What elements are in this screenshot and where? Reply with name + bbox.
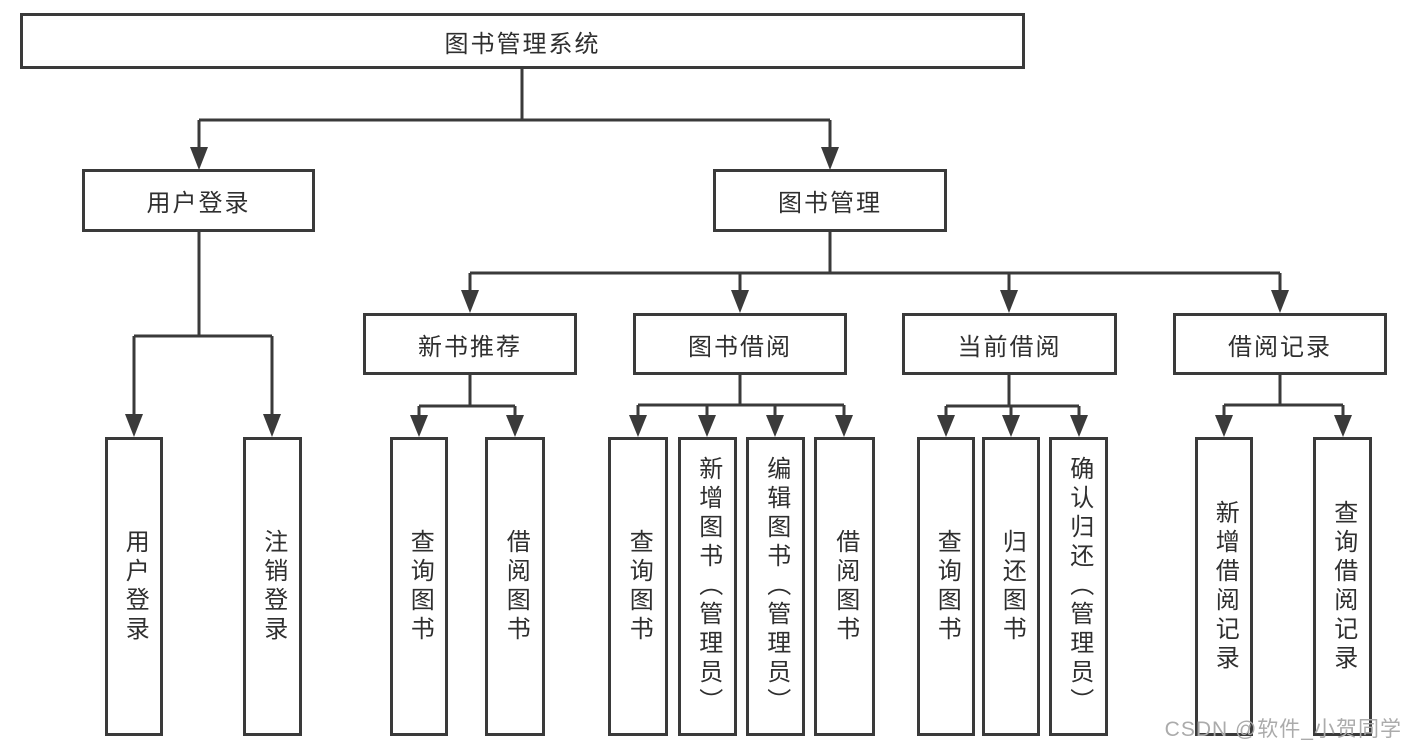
leaf-current-confirm-return: 确认归还（管理员）: [1049, 437, 1108, 736]
node-book-management: 图书管理: [713, 169, 947, 232]
node-borrow-records: 借阅记录: [1173, 313, 1387, 375]
leaf-newbooks-query: 查询图书: [390, 437, 448, 736]
leaf-borrow-add-book-label: 新增图书（管理员）: [694, 456, 722, 717]
leaf-newbooks-query-label: 查询图书: [406, 528, 434, 645]
connector-current-to-leaves: [937, 375, 1088, 437]
leaf-records-add-label: 新增借阅记录: [1211, 499, 1239, 674]
leaf-user-login-label: 用户登录: [121, 528, 149, 645]
leaf-borrow-borrow-book: 借阅图书: [814, 437, 875, 736]
leaf-current-return: 归还图书: [982, 437, 1040, 736]
leaf-borrow-query: 查询图书: [608, 437, 668, 736]
leaf-newbooks-borrow-label: 借阅图书: [502, 528, 530, 645]
leaf-borrow-edit-book: 编辑图书（管理员）: [746, 437, 805, 736]
connector-root-to-level2: [190, 69, 839, 170]
connector-login-to-leaves: [125, 232, 281, 437]
leaf-current-query-label: 查询图书: [933, 528, 961, 645]
node-borrow-records-label: 借阅记录: [1228, 333, 1332, 361]
leaf-records-query: 查询借阅记录: [1313, 437, 1372, 736]
leaf-records-add: 新增借阅记录: [1195, 437, 1253, 736]
node-current-borrow-label: 当前借阅: [957, 333, 1062, 361]
leaf-borrow-edit-book-label: 编辑图书（管理员）: [762, 456, 790, 717]
node-root-system: 图书管理系统: [20, 13, 1025, 69]
node-current-borrow: 当前借阅: [902, 313, 1117, 375]
node-new-book-recommend: 新书推荐: [363, 313, 577, 375]
connector-newbooks-to-leaves: [410, 375, 524, 437]
node-book-borrow: 图书借阅: [633, 313, 847, 375]
connector-borrow-to-leaves: [629, 375, 853, 437]
node-user-login: 用户登录: [82, 169, 315, 232]
leaf-current-query: 查询图书: [917, 437, 975, 736]
leaf-logout-label: 注销登录: [259, 528, 287, 645]
leaf-borrow-borrow-book-label: 借阅图书: [831, 528, 859, 645]
leaf-newbooks-borrow: 借阅图书: [485, 437, 545, 736]
leaf-borrow-add-book: 新增图书（管理员）: [678, 437, 737, 736]
leaf-records-query-label: 查询借阅记录: [1329, 499, 1357, 674]
leaf-current-return-label: 归还图书: [998, 528, 1026, 645]
node-new-book-recommend-label: 新书推荐: [418, 333, 522, 361]
connector-records-to-leaves: [1215, 375, 1352, 437]
csdn-watermark: CSDN @软件_小贺同学: [1164, 718, 1402, 741]
leaf-user-login: 用户登录: [105, 437, 163, 736]
connector-mgmt-to-level3: [461, 232, 1289, 313]
node-book-management-label: 图书管理: [778, 190, 882, 217]
leaf-current-confirm-return-label: 确认归还（管理员）: [1065, 456, 1093, 717]
node-root-label: 图书管理系统: [444, 30, 601, 58]
node-user-login-label: 用户登录: [146, 190, 251, 217]
leaf-borrow-query-label: 查询图书: [625, 528, 653, 645]
node-book-borrow-label: 图书借阅: [688, 333, 792, 361]
leaf-logout: 注销登录: [243, 437, 302, 736]
